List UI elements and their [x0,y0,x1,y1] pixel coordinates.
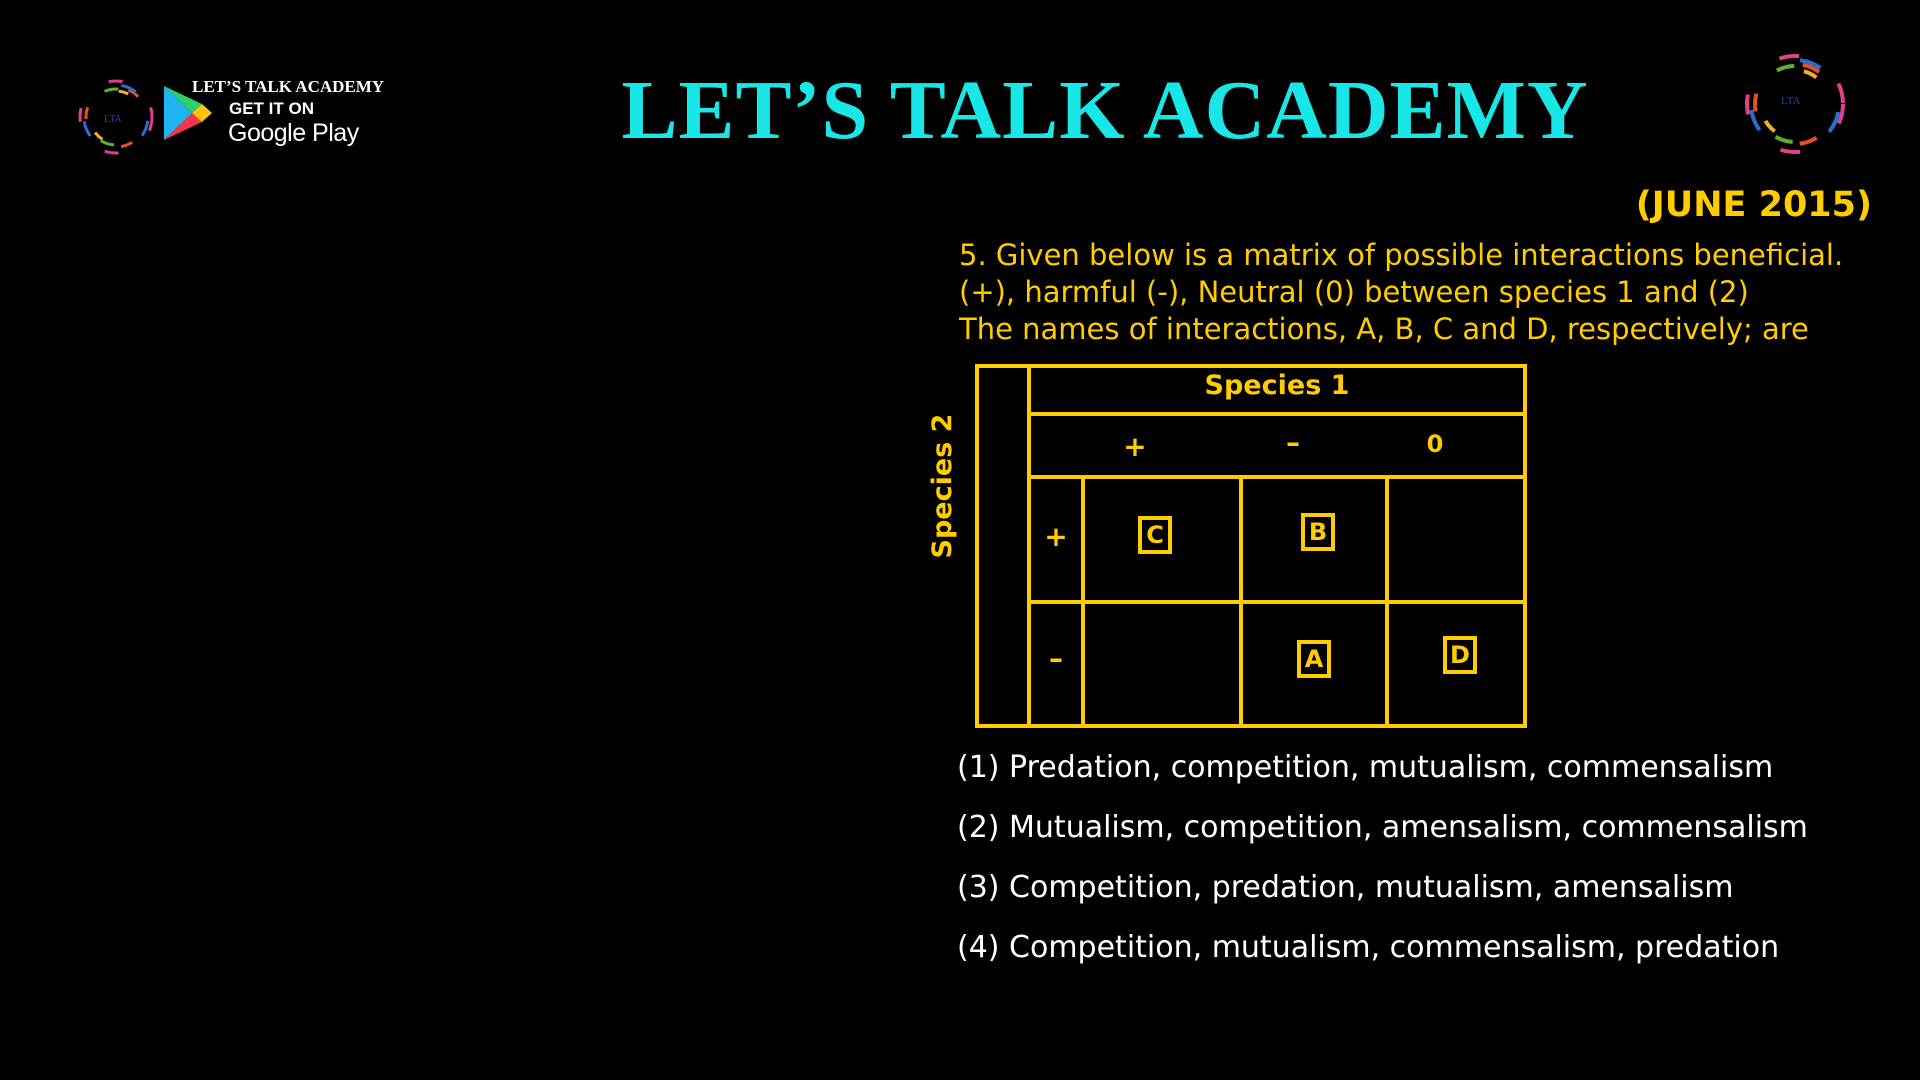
question-line: (+), harmful (-), Neutral (0) between sp… [959,275,1749,309]
matrix-cell [1081,600,1243,728]
species2-label: Species 2 [927,413,958,559]
matrix-cell [1385,600,1527,728]
brand-name: LET’S TALK ACADEMY [192,77,385,96]
google-play-label[interactable]: Google Play [228,119,359,147]
matrix-cell [1385,475,1527,604]
lta-logo-icon: LTA [78,79,154,155]
question-line: 5. Given below is a matrix of possible i… [959,238,1844,272]
logo-text: LTA [1781,95,1801,107]
get-it-on-label[interactable]: GET IT ON [229,99,314,118]
col-sign: + [1123,430,1147,463]
lta-logo-right-icon: LTA [1745,54,1845,154]
cell-label-c: C [1138,516,1172,554]
cell-label-b: B [1301,513,1335,551]
option-2[interactable]: (2) Mutualism, competition, amensalism, … [957,810,1808,845]
cell-label-a: A [1297,640,1331,678]
species1-label: Species 1 [1204,370,1350,401]
option-4[interactable]: (4) Competition, mutualism, commensalism… [957,930,1780,965]
option-1[interactable]: (1) Predation, competition, mutualism, c… [957,750,1774,785]
question-line: The names of interactions, A, B, C and D… [959,312,1809,346]
interaction-matrix: Species 1 Species 2 + – 0 + – C B A D [927,364,1527,728]
option-3[interactable]: (3) Competition, predation, mutualism, a… [957,870,1734,905]
col-sign: – [1286,426,1300,459]
google-play-icon[interactable] [162,84,212,142]
col-sign: 0 [1426,430,1444,458]
row-sign: – [1049,642,1063,675]
svg-text:LTA: LTA [104,114,122,125]
cell-label-d: D [1443,636,1477,674]
page-title: LET’S TALK ACADEMY [621,64,1589,157]
exam-year: (JUNE 2015) [1635,185,1872,225]
row-sign: + [1044,520,1068,553]
